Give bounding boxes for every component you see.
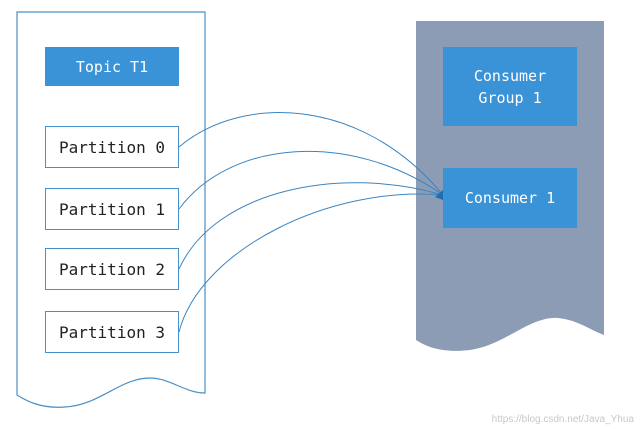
consumer-group-label-line2: Group 1	[478, 88, 542, 107]
consumer-1-label: Consumer 1	[464, 189, 556, 207]
consumer-group-label-line1: Consumer	[473, 66, 547, 85]
topic-t1-box: Topic T1	[45, 47, 179, 86]
consumer-group-box: Consumer Group 1	[443, 47, 577, 126]
partition-1-label: Partition 1	[59, 199, 165, 219]
watermark-text: https://blog.csdn.net/Java_Yhua	[491, 414, 634, 425]
connector-partition-1	[178, 150, 444, 210]
partition-3-label: Partition 3	[59, 322, 165, 342]
consumer-1-box: Consumer 1	[443, 168, 577, 228]
connector-partition-3	[178, 193, 444, 333]
connector-partition-0	[178, 112, 444, 196]
partition-1-box: Partition 1	[45, 188, 179, 230]
partition-2-label: Partition 2	[59, 259, 165, 279]
partition-0-box: Partition 0	[45, 126, 179, 168]
connector-arrowhead	[435, 190, 443, 200]
topic-label: Topic T1	[75, 57, 149, 76]
connector-partition-2	[178, 182, 444, 270]
partition-2-box: Partition 2	[45, 248, 179, 290]
partition-0-label: Partition 0	[59, 137, 165, 157]
partition-3-box: Partition 3	[45, 311, 179, 353]
